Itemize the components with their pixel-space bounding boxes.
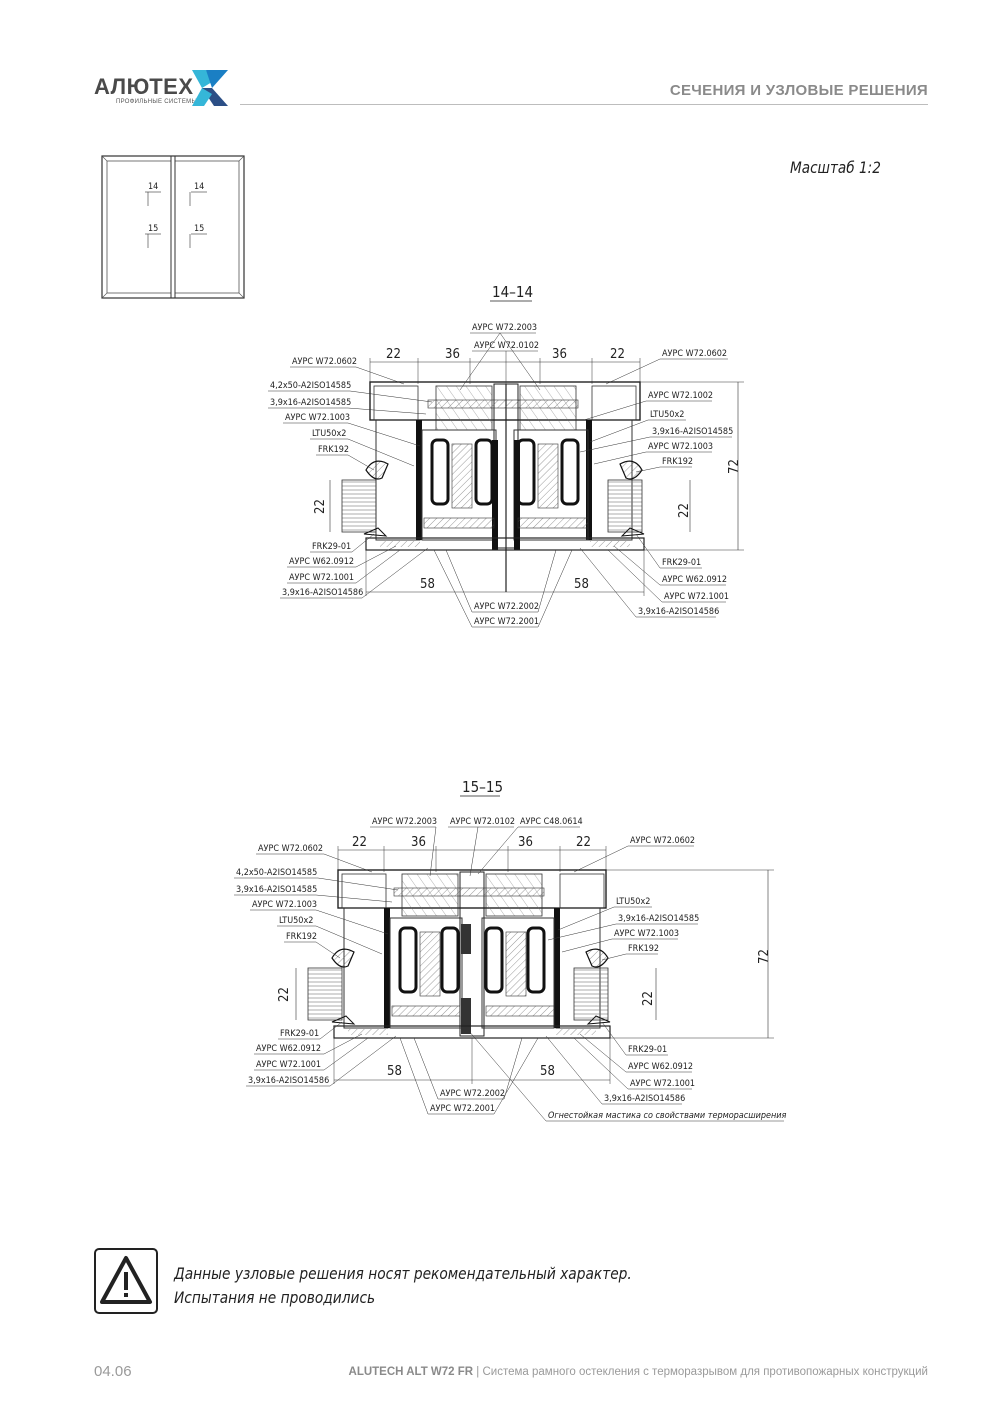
brand-subtitle: ПРОФИЛЬНЫЕ СИСТЕМЫ	[116, 99, 198, 105]
s14-dim-top-3: 36	[552, 347, 567, 362]
s15-label-bottom-2: АУРС W72.2001	[430, 1104, 495, 1114]
s14-labels-right: АУРС W72.0602 АУРС W72.1002 LTU50х2 3,9х…	[579, 349, 733, 618]
s14-label-left-5: LTU50х2	[312, 429, 346, 439]
section-14-drawing: 14–14 22 36 36 22	[268, 283, 744, 628]
s15-label-right-7: АУРС W62.0912	[628, 1062, 693, 1072]
s14-label-right-2: АУРС W72.1002	[648, 391, 713, 401]
s14-labels-left: АУРС W72.0602 4,2х50-A2ISO14585 3,9х16-A…	[268, 357, 433, 599]
s14-dim-right: 22	[677, 503, 692, 518]
footer-description: Система рамного остекления с терморазрыв…	[482, 1366, 928, 1378]
footer-separator: |	[473, 1366, 483, 1378]
s15-label-top-3: АУРС C48.0614	[520, 817, 583, 827]
s15-label-left-5: LTU50х2	[279, 916, 313, 926]
s14-dim-top-2: 36	[445, 347, 460, 362]
s14-label-bottom-1: АУРС W72.2002	[474, 602, 539, 612]
s15-label-left-4: АУРС W72.1003	[252, 900, 317, 910]
s14-dim-bottom-2: 58	[574, 577, 589, 592]
brand-logo: АЛЮТЕХ ПРОФИЛЬНЫЕ СИСТЕМЫ	[94, 66, 234, 110]
s15-label-left-6: FRK192	[286, 932, 317, 942]
warning-box	[94, 1248, 158, 1314]
s14-label-left-8: АУРС W62.0912	[289, 557, 354, 567]
key-mark-14-left: 14	[148, 182, 158, 192]
header-rule	[240, 104, 928, 105]
s15-dim-top-2: 36	[411, 835, 426, 850]
s14-label-left-4: АУРС W72.1003	[285, 413, 350, 423]
s15-dim-left: 22	[277, 987, 292, 1002]
s15-label-right-5: FRK192	[628, 944, 659, 954]
key-mark-14-right: 14	[194, 182, 204, 192]
warning-line-1: Данные узловые решения носят рекомендате…	[174, 1264, 632, 1283]
s15-dim-height: 72	[757, 949, 772, 964]
s14-dim-top-4: 22	[610, 347, 625, 362]
s15-label-left-9: АУРС W72.1001	[256, 1060, 321, 1070]
s15-label-top-2: АУРС W72.0102	[450, 817, 515, 827]
section-15-drawing: 15–15 22 36 36 22	[234, 778, 787, 1122]
s15-dim-bottom-1: 58	[387, 1064, 402, 1079]
s15-dim-top-4: 22	[576, 835, 591, 850]
s14-label-right-10: 3,9х16-A2ISO14586	[638, 607, 719, 617]
warning-line-2: Испытания не проводились	[174, 1288, 376, 1307]
s14-label-right-9: АУРС W72.1001	[664, 592, 729, 602]
s14-label-left-6: FRK192	[318, 445, 349, 455]
scale-label: Масштаб 1:2	[790, 158, 881, 177]
s15-label-left-2: 4,2х50-A2ISO14585	[236, 868, 317, 878]
s14-label-left-1: АУРС W72.0602	[292, 357, 357, 367]
s14-label-left-9: АУРС W72.1001	[289, 573, 354, 583]
s14-dim-left: 22	[313, 499, 328, 514]
s14-label-right-6: FRK192	[662, 457, 693, 467]
footer: ALUTECH ALT W72 FR | Система рамного ост…	[349, 1366, 928, 1378]
warning-text: Данные узловые решения носят рекомендате…	[174, 1262, 632, 1310]
s15-label-right-9: 3,9х16-A2ISO14586	[604, 1094, 685, 1104]
s15-dim-right: 22	[641, 991, 656, 1006]
s14-label-top-2: АУРС W72.0102	[474, 341, 539, 351]
s14-label-right-3: LTU50х2	[650, 410, 684, 420]
s14-label-right-8: АУРС W62.0912	[662, 575, 727, 585]
s15-label-top-1: АУРС W72.2003	[372, 817, 437, 827]
s14-label-left-7: FRK29-01	[312, 542, 351, 552]
section-14-title: 14–14	[492, 283, 533, 301]
s15-dim-bottom-2: 58	[540, 1064, 555, 1079]
s15-label-right-1: АУРС W72.0602	[630, 836, 695, 846]
s15-label-bottom-1: АУРС W72.2002	[440, 1089, 505, 1099]
s15-label-left-8: АУРС W62.0912	[256, 1044, 321, 1054]
s14-label-right-1: АУРС W72.0602	[662, 349, 727, 359]
section-title: СЕЧЕНИЯ И УЗЛОВЫЕ РЕШЕНИЯ	[669, 82, 928, 99]
s14-label-left-3: 3,9х16-A2ISO14585	[270, 398, 351, 408]
brand-mark-icon	[192, 70, 228, 106]
section-15-title: 15–15	[462, 778, 503, 796]
s14-label-right-5: АУРС W72.1003	[648, 442, 713, 452]
s15-label-left-7: FRK29-01	[280, 1029, 319, 1039]
s15-label-right-4: АУРС W72.1003	[614, 929, 679, 939]
footer-product: ALUTECH ALT W72 FR	[348, 1366, 474, 1378]
s15-label-right-6: FRK29-01	[628, 1045, 667, 1055]
page-number: 04.06	[94, 1363, 132, 1380]
s15-label-left-10: 3,9х16-A2ISO14586	[248, 1076, 329, 1086]
s15-label-left-3: 3,9х16-A2ISO14585	[236, 885, 317, 895]
s15-label-right-2: LTU50х2	[616, 897, 650, 907]
key-mark-15-left: 15	[148, 224, 158, 234]
s15-label-left-1: АУРС W72.0602	[258, 844, 323, 854]
s14-label-top-1: АУРС W72.2003	[472, 323, 537, 333]
key-plan: 14 15 14 15	[101, 155, 245, 299]
s15-labels-right: АУРС W72.0602 LTU50х2 3,9х16-A2ISO14585 …	[545, 836, 699, 1105]
s14-label-left-2: 4,2х50-A2ISO14585	[270, 381, 351, 391]
warning-icon	[100, 1256, 152, 1304]
s14-label-right-4: 3,9х16-A2ISO14585	[652, 427, 733, 437]
key-mark-15-right: 15	[194, 224, 204, 234]
s14-dim-top-1: 22	[386, 347, 401, 362]
s14-dim-height: 72	[727, 459, 742, 474]
s15-dim-top-3: 36	[518, 835, 533, 850]
s15-label-right-8: АУРС W72.1001	[630, 1079, 695, 1089]
s14-label-left-10: 3,9х16-A2ISO14586	[282, 588, 363, 598]
s15-labels-left: АУРС W72.0602 4,2х50-A2ISO14585 3,9х16-A…	[234, 844, 399, 1087]
s14-label-bottom-2: АУРС W72.2001	[474, 617, 539, 627]
s15-dim-top-1: 22	[352, 835, 367, 850]
brand-name: АЛЮТЕХ	[94, 74, 194, 99]
s14-label-right-7: FRK29-01	[662, 558, 701, 568]
s15-label-right-3: 3,9х16-A2ISO14585	[618, 914, 699, 924]
s15-note-mastic: Огнестойкая мастика со свойствами термор…	[548, 1111, 787, 1121]
s14-dim-bottom-1: 58	[420, 577, 435, 592]
